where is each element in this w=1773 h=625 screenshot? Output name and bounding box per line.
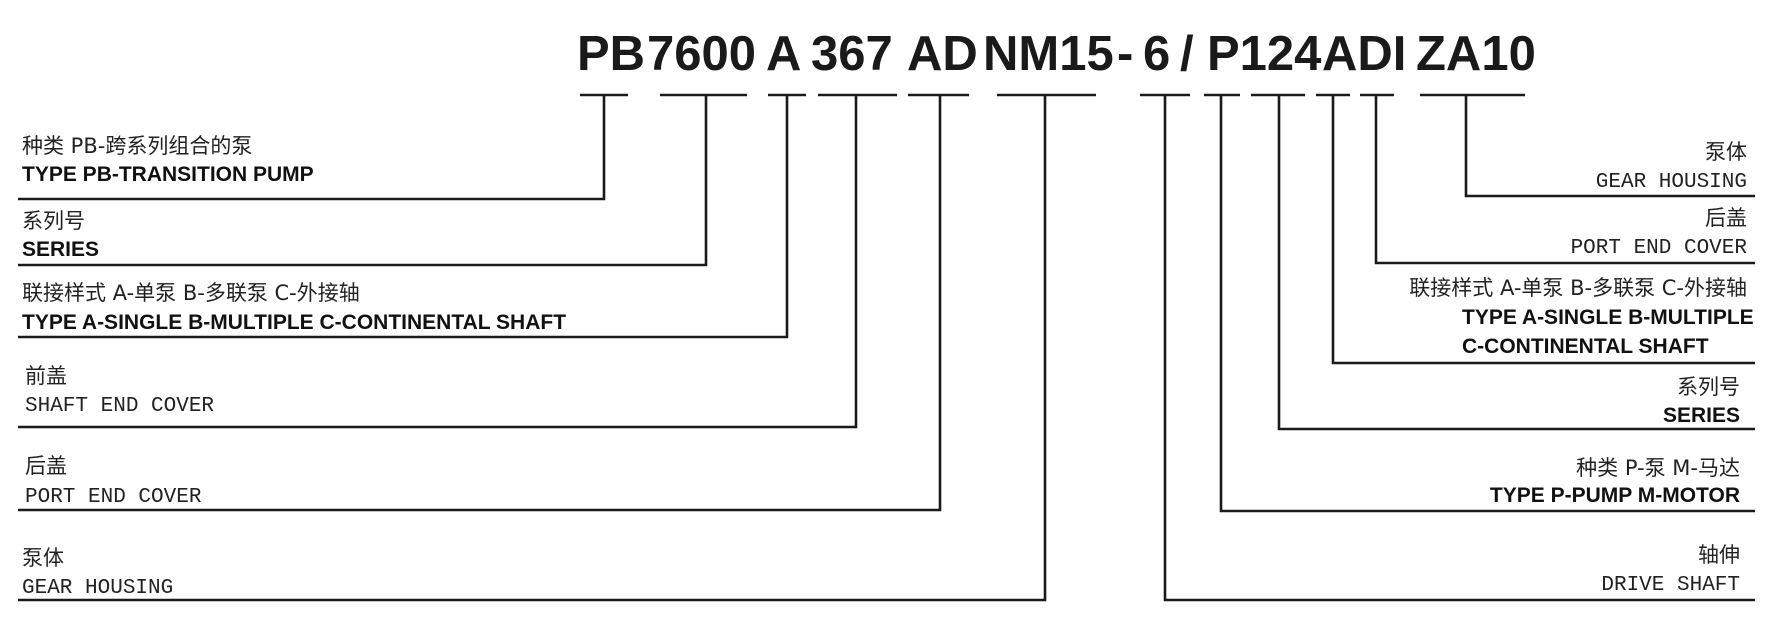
label-left-series: 系列号 SERIES xyxy=(22,209,99,261)
label-left-series-zh: 系列号 xyxy=(22,209,85,233)
label-left-shaft-end-cover-en: SHAFT END COVER xyxy=(25,395,214,418)
label-left-type-en: TYPE PB-TRANSITION PUMP xyxy=(22,163,314,186)
label-right-drive-shaft-en: DRIVE SHAFT xyxy=(1601,574,1740,597)
leader-right-port-end-cover xyxy=(1374,95,1755,265)
label-right-pump-type-en: TYPE P-PUMP M-MOTOR xyxy=(1490,484,1740,507)
label-right-gear-housing-en: GEAR HOUSING xyxy=(1596,171,1747,194)
label-right-series-en: SERIES xyxy=(1663,404,1740,427)
code-segment-shaft-end-cover: 367 xyxy=(811,27,893,81)
label-left-gear-housing-en: GEAR HOUSING xyxy=(22,577,173,600)
code-segment-series: 7600 xyxy=(647,27,756,81)
code-separator-dash: - xyxy=(1117,27,1133,81)
label-right-connection-en: TYPE A-SINGLE B-MULTIPLE xyxy=(1462,306,1754,329)
label-left-connection: 联接样式 A-单泵 B-多联泵 C-外接轴 TYPE A-SINGLE B-MU… xyxy=(22,281,566,334)
label-right-gear-housing: 泵体 GEAR HOUSING xyxy=(1596,140,1747,194)
label-right-drive-shaft: 轴伸 DRIVE SHAFT xyxy=(1601,543,1740,597)
code-segment-type: PB xyxy=(577,27,645,81)
label-right-connection-en-line2: C-CONTINENTAL SHAFT xyxy=(1462,335,1709,358)
code-segment-gear-housing: NM15 xyxy=(983,27,1114,81)
label-left-port-end-cover-zh: 后盖 xyxy=(25,454,67,478)
label-right-port-end-cover: 后盖 PORT END COVER xyxy=(1571,206,1748,260)
leader-left-port-end-cover xyxy=(18,95,942,512)
left-labels: 种类 PB-跨系列组合的泵 TYPE PB-TRANSITION PUMP 系列… xyxy=(22,134,566,600)
label-right-port-end-cover-zh: 后盖 xyxy=(1705,206,1747,230)
label-left-gear-housing: 泵体 GEAR HOUSING xyxy=(22,546,173,600)
left-leaders xyxy=(18,95,1047,602)
code-segment-connection: A xyxy=(766,27,801,81)
leader-right-series xyxy=(1277,95,1755,431)
label-right-port-end-cover-en: PORT END COVER xyxy=(1571,237,1748,260)
label-left-shaft-end-cover-zh: 前盖 xyxy=(25,364,67,388)
label-left-port-end-cover-en: PORT END COVER xyxy=(25,486,202,509)
leader-right-gear-housing xyxy=(1464,95,1755,198)
leader-left-connection xyxy=(18,95,789,339)
leader-right-connection xyxy=(1331,95,1755,365)
label-right-series-zh: 系列号 xyxy=(1677,375,1740,399)
leader-left-series xyxy=(18,95,708,267)
label-left-shaft-end-cover: 前盖 SHAFT END COVER xyxy=(25,364,214,418)
label-right-pump-type-zh: 种类 P-泵 M-马达 xyxy=(1576,456,1740,480)
label-right-gear-housing-zh: 泵体 xyxy=(1705,140,1747,164)
label-right-series: 系列号 SERIES xyxy=(1663,375,1740,427)
leader-right-drive-shaft xyxy=(1163,95,1755,602)
label-left-gear-housing-zh: 泵体 xyxy=(22,546,64,570)
right-labels: 泵体 GEAR HOUSING 后盖 PORT END COVER 联接样式 A… xyxy=(1409,140,1753,597)
leader-left-type xyxy=(18,95,606,201)
label-right-pump-type: 种类 P-泵 M-马达 TYPE P-PUMP M-MOTOR xyxy=(1490,456,1740,507)
code-separator-slash: / xyxy=(1180,27,1194,81)
label-right-connection: 联接样式 A-单泵 B-多联泵 C-外接轴 TYPE A-SINGLE B-MU… xyxy=(1409,276,1753,358)
label-right-drive-shaft-zh: 轴伸 xyxy=(1698,543,1740,567)
label-left-port-end-cover: 后盖 PORT END COVER xyxy=(25,454,202,509)
leader-left-gear-housing xyxy=(18,95,1047,602)
label-left-type: 种类 PB-跨系列组合的泵 TYPE PB-TRANSITION PUMP xyxy=(22,134,314,186)
right-leaders xyxy=(1163,95,1755,602)
code-segment-second-pump: P124 xyxy=(1207,27,1321,81)
label-left-type-zh: 种类 PB-跨系列组合的泵 xyxy=(22,134,252,158)
leader-left-shaft-end-cover xyxy=(18,95,858,429)
label-left-connection-en: TYPE A-SINGLE B-MULTIPLE C-CONTINENTAL S… xyxy=(22,311,566,334)
code-segment-second-covers: ADI xyxy=(1322,27,1406,81)
model-code: PB 7600 A 367 AD NM15 - 6 / P124 ADI ZA1… xyxy=(577,27,1536,81)
code-segment-second-housing: ZA10 xyxy=(1416,27,1536,81)
label-right-connection-zh: 联接样式 A-单泵 B-多联泵 C-外接轴 xyxy=(1409,276,1747,300)
code-segment-port-end-cover: AD xyxy=(907,27,978,81)
code-segment-drive-shaft: 6 xyxy=(1143,27,1170,81)
label-left-series-en: SERIES xyxy=(22,238,99,261)
label-left-connection-zh: 联接样式 A-单泵 B-多联泵 C-外接轴 xyxy=(22,281,360,305)
leader-right-pump-type xyxy=(1219,95,1755,513)
